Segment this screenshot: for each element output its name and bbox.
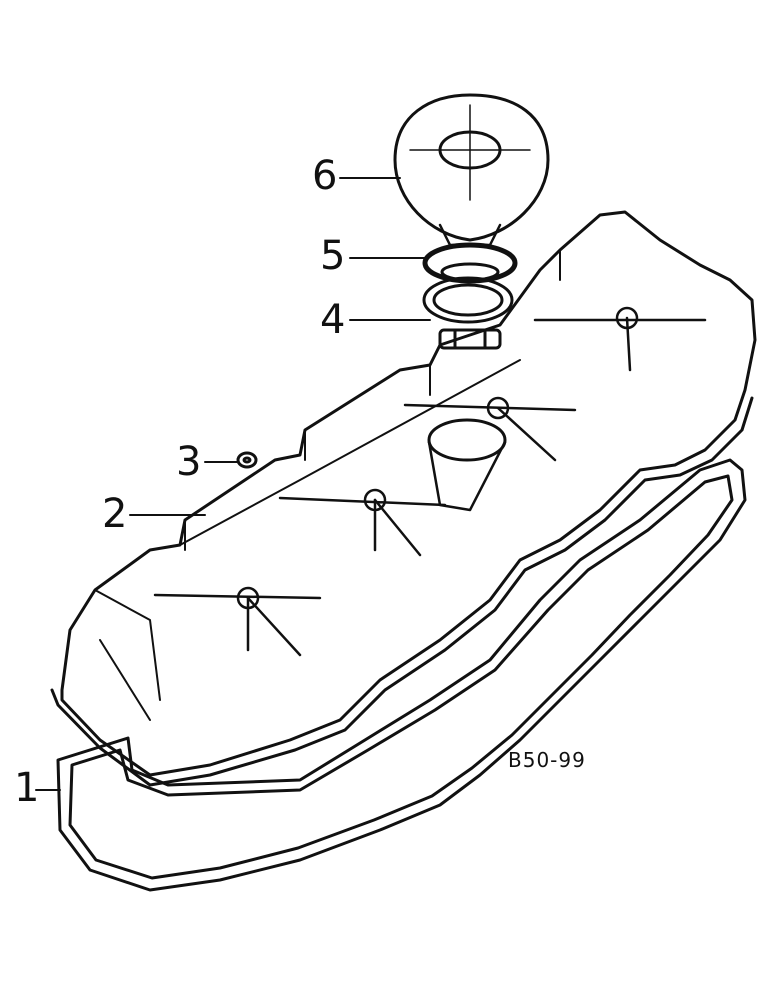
stud-nut-rear-right: [533, 306, 707, 372]
cover-flange: [50, 396, 754, 787]
reference-code: B50-99: [508, 748, 586, 772]
callout-1: 1: [14, 765, 40, 811]
clamp: [422, 276, 514, 350]
gasket-inner: [68, 474, 734, 880]
callout-5: 5: [320, 233, 346, 279]
cover-body: [60, 210, 757, 777]
callout-3: 3: [176, 439, 202, 485]
breather-cap: [393, 93, 550, 247]
callout-4: 4: [320, 297, 346, 343]
callout-2: 2: [102, 491, 128, 537]
filler-neck: [427, 418, 507, 462]
stud-nut-middle: [278, 488, 447, 557]
stud-nut-front: [153, 586, 322, 657]
leader-lines: [35, 177, 431, 791]
sealing-ring: [422, 242, 518, 284]
gasket-outer: [56, 458, 747, 892]
stud-nut-rear-left: [403, 396, 577, 462]
callout-6: 6: [312, 153, 338, 199]
washer: [236, 451, 258, 469]
